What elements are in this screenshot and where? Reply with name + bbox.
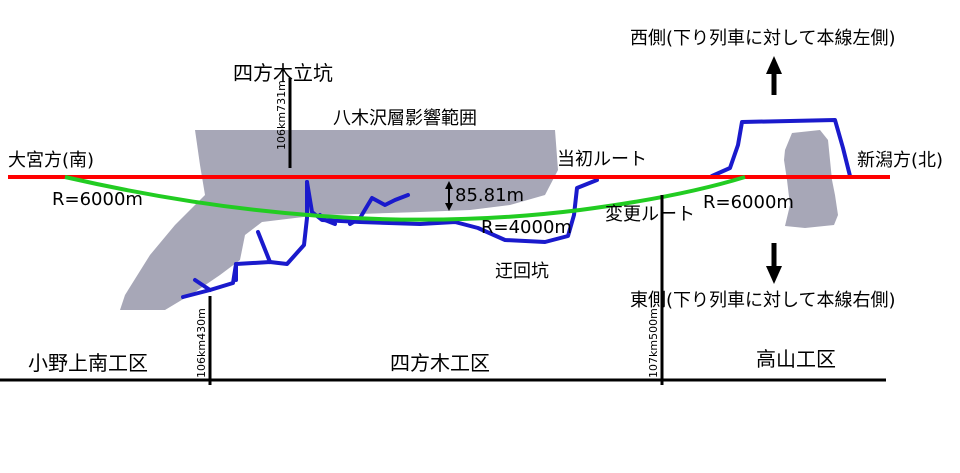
niigata-direction-label: 新潟方(北)	[857, 150, 943, 171]
shaft-km-label: 106km731m	[275, 80, 288, 150]
tunnel-west-stub-1	[193, 278, 212, 292]
radius-mid-label: R=4000m	[481, 217, 572, 238]
changed-route-label: 変更ルート	[605, 204, 695, 225]
omiya-direction-label: 大宮方(南)	[8, 150, 94, 171]
section-takayama-label: 高山工区	[756, 347, 836, 371]
offset-label: 85.81m	[455, 185, 524, 206]
tunnel-west-stub-3	[256, 230, 272, 264]
east-note: 東側(下り列車に対して本線右側)	[630, 290, 896, 311]
offset-arrow	[445, 181, 453, 211]
tunnel-paths	[181, 118, 852, 299]
west-arrow-icon	[766, 56, 782, 95]
radius-left-label: R=6000m	[52, 189, 143, 210]
radius-right-label: R=6000m	[703, 192, 794, 213]
influence-zone-label: 八木沢層影響範囲	[333, 108, 477, 129]
original-route-label: 当初ルート	[557, 149, 647, 170]
east-arrow-icon	[766, 243, 782, 284]
section-yomogi-label: 四方木工区	[390, 351, 490, 375]
km430-label: 106km430m	[195, 308, 208, 378]
west-note: 西側(下り列車に対して本線左側)	[630, 28, 896, 49]
changed-route-line	[64, 175, 746, 222]
tunnel-north-loop	[710, 118, 852, 178]
tunnel-main-segment	[305, 178, 599, 244]
km500-label: 107km500m	[647, 308, 660, 378]
detour-label: 迂回坑	[495, 261, 549, 282]
shaft-title: 四方木立坑	[233, 61, 333, 85]
section-onoue-label: 小野上南工区	[28, 351, 148, 375]
